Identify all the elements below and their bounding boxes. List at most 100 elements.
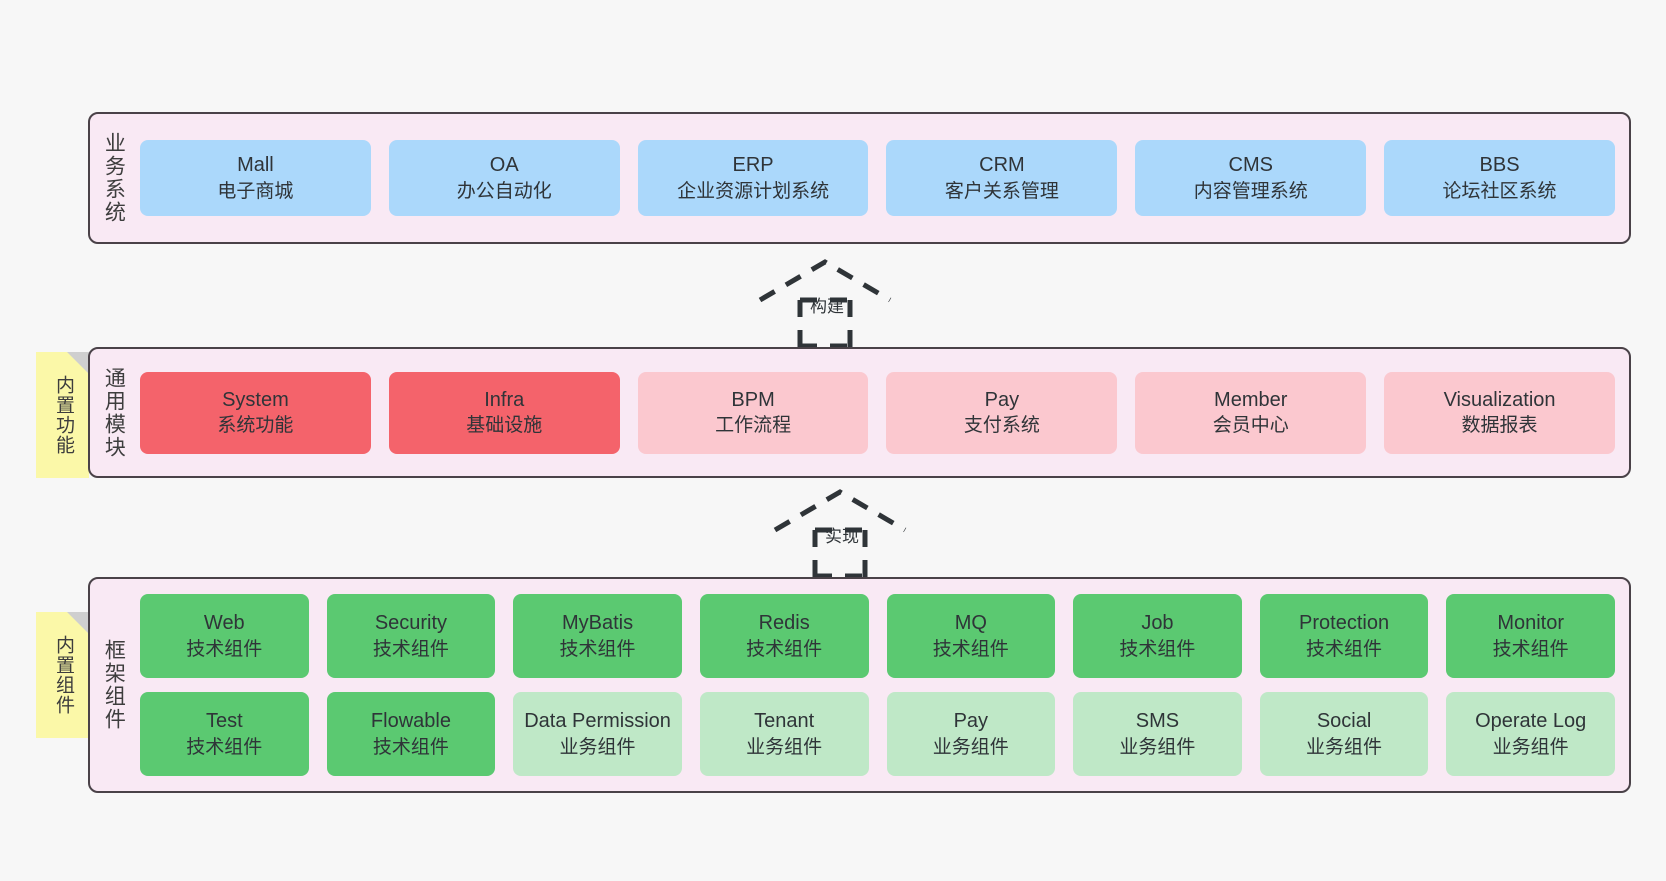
folded-corner-icon bbox=[67, 352, 89, 374]
box-title: Member bbox=[1214, 388, 1288, 411]
box-title: CRM bbox=[979, 154, 1025, 177]
layer-business-boxes: Mall 电子商城 OA 办公自动化 ERP 企业资源计划系统 CRM 客户关系… bbox=[136, 114, 1629, 242]
box-job[interactable]: Job 技术组件 bbox=[1073, 594, 1242, 678]
box-title: Redis bbox=[758, 612, 810, 635]
sticky-note-text: 内置组件 bbox=[52, 635, 74, 715]
box-subtitle: 技术组件 bbox=[1306, 638, 1383, 660]
box-row: System 系统功能 Infra 基础设施 BPM 工作流程 Pay 支付系统… bbox=[140, 371, 1615, 454]
layer-label-framework: 框架组件 bbox=[102, 639, 126, 731]
box-erp[interactable]: ERP 企业资源计划系统 bbox=[637, 140, 869, 216]
box-title: MQ bbox=[954, 612, 987, 635]
box-mq[interactable]: MQ 技术组件 bbox=[886, 594, 1056, 678]
box-subtitle: 会员中心 bbox=[1212, 415, 1289, 437]
box-subtitle: 办公自动化 bbox=[456, 180, 552, 202]
layer-framework-boxes: Web 技术组件 Security 技术组件 MyBatis 技术组件 Redi… bbox=[136, 579, 1629, 791]
box-cms[interactable]: CMS 内容管理系统 bbox=[1135, 140, 1367, 216]
box-tenant[interactable]: Tenant 业务组件 bbox=[699, 692, 869, 776]
box-data-permission[interactable]: Data Permission 业务组件 bbox=[513, 692, 682, 776]
box-bbs[interactable]: BBS 论坛社区系统 bbox=[1384, 140, 1615, 216]
box-subtitle: 技术组件 bbox=[372, 736, 449, 758]
arrow-build bbox=[758, 259, 892, 349]
box-protection[interactable]: Protection 技术组件 bbox=[1259, 594, 1429, 678]
arrowhead-build bbox=[758, 259, 892, 303]
arrow-label-build: 构建 bbox=[810, 297, 844, 316]
box-title: OA bbox=[489, 154, 519, 177]
box-subtitle: 基础设施 bbox=[466, 415, 543, 437]
box-title: Data Permission bbox=[524, 710, 671, 733]
sticky-note-text: 内置功能 bbox=[52, 375, 74, 455]
box-title: Web bbox=[203, 612, 245, 635]
box-subtitle: 技术组件 bbox=[746, 638, 823, 660]
box-mybatis[interactable]: MyBatis 技术组件 bbox=[513, 594, 682, 678]
box-member[interactable]: Member 会员中心 bbox=[1135, 371, 1367, 454]
layer-business-systems: 业务系统 Mall 电子商城 OA 办公自动化 ERP 企业资源计划系统 CRM… bbox=[88, 112, 1631, 244]
box-title: Infra bbox=[484, 388, 525, 411]
box-monitor[interactable]: Monitor 技术组件 bbox=[1446, 594, 1615, 678]
box-subtitle: 技术组件 bbox=[186, 736, 263, 758]
layer-common-boxes: System 系统功能 Infra 基础设施 BPM 工作流程 Pay 支付系统… bbox=[136, 349, 1629, 476]
arrowhead-impl bbox=[773, 489, 907, 533]
box-subtitle: 企业资源计划系统 bbox=[677, 180, 830, 202]
box-title: Test bbox=[205, 710, 243, 733]
box-title: Social bbox=[1316, 710, 1372, 733]
box-row: Test 技术组件 Flowable 技术组件 Data Permission … bbox=[140, 692, 1615, 776]
box-title: SMS bbox=[1135, 710, 1180, 733]
box-title: Protection bbox=[1299, 612, 1390, 635]
box-crm[interactable]: CRM 客户关系管理 bbox=[886, 140, 1118, 216]
box-pay-component[interactable]: Pay 业务组件 bbox=[886, 692, 1056, 776]
box-subtitle: 电子商城 bbox=[217, 180, 294, 202]
box-subtitle: 支付系统 bbox=[963, 415, 1040, 437]
box-subtitle: 技术组件 bbox=[559, 638, 636, 660]
layer-label-common: 通用模块 bbox=[102, 366, 126, 459]
box-infra[interactable]: Infra 基础设施 bbox=[388, 371, 620, 454]
box-subtitle: 论坛社区系统 bbox=[1442, 180, 1557, 202]
box-security[interactable]: Security 技术组件 bbox=[326, 594, 496, 678]
box-title: Tenant bbox=[754, 710, 815, 733]
box-subtitle: 业务组件 bbox=[1492, 736, 1569, 758]
box-subtitle: 业务组件 bbox=[559, 736, 636, 758]
box-title: CMS bbox=[1228, 154, 1273, 177]
box-redis[interactable]: Redis 技术组件 bbox=[699, 594, 869, 678]
box-test[interactable]: Test 技术组件 bbox=[140, 692, 309, 776]
layer-common-modules: 通用模块 System 系统功能 Infra 基础设施 BPM 工作流程 Pay… bbox=[88, 347, 1631, 478]
box-subtitle: 系统功能 bbox=[217, 415, 294, 437]
box-title: BBS bbox=[1479, 154, 1520, 177]
box-row: Web 技术组件 Security 技术组件 MyBatis 技术组件 Redi… bbox=[140, 594, 1615, 678]
box-title: Monitor bbox=[1497, 612, 1565, 635]
box-title: Job bbox=[1141, 612, 1174, 635]
box-subtitle: 技术组件 bbox=[1119, 638, 1196, 660]
box-title: Mall bbox=[237, 154, 274, 177]
layer-framework-components: 框架组件 Web 技术组件 Security 技术组件 MyBatis 技术组件… bbox=[88, 577, 1631, 793]
box-subtitle: 数据报表 bbox=[1461, 415, 1538, 437]
box-title: System bbox=[222, 388, 289, 411]
box-subtitle: 业务组件 bbox=[932, 736, 1009, 758]
box-title: ERP bbox=[732, 154, 774, 177]
box-bpm[interactable]: BPM 工作流程 bbox=[637, 371, 869, 454]
box-subtitle: 工作流程 bbox=[715, 415, 792, 437]
arrow-implements bbox=[773, 489, 907, 579]
box-operate-log[interactable]: Operate Log 业务组件 bbox=[1446, 692, 1615, 776]
box-title: Pay bbox=[953, 710, 989, 733]
box-subtitle: 业务组件 bbox=[1119, 736, 1196, 758]
box-flowable[interactable]: Flowable 技术组件 bbox=[326, 692, 496, 776]
folded-corner-icon bbox=[67, 612, 89, 634]
box-sms[interactable]: SMS 业务组件 bbox=[1073, 692, 1242, 776]
box-oa[interactable]: OA 办公自动化 bbox=[388, 140, 620, 216]
box-social[interactable]: Social 业务组件 bbox=[1259, 692, 1429, 776]
box-pay[interactable]: Pay 支付系统 bbox=[886, 371, 1118, 454]
box-visualization[interactable]: Visualization 数据报表 bbox=[1384, 371, 1615, 454]
box-subtitle: 技术组件 bbox=[932, 638, 1009, 660]
arrow-label-implements: 实现 bbox=[825, 527, 859, 546]
box-mall[interactable]: Mall 电子商城 bbox=[140, 140, 371, 216]
box-title: Pay bbox=[984, 388, 1020, 411]
box-web[interactable]: Web 技术组件 bbox=[140, 594, 309, 678]
box-system[interactable]: System 系统功能 bbox=[140, 371, 371, 454]
box-title: BPM bbox=[731, 388, 775, 411]
box-title: MyBatis bbox=[562, 612, 634, 635]
box-title: Security bbox=[374, 612, 448, 635]
box-subtitle: 业务组件 bbox=[746, 736, 823, 758]
sticky-note-builtin-features: 内置功能 bbox=[36, 352, 89, 478]
box-title: Flowable bbox=[370, 710, 451, 733]
sticky-note-builtin-components: 内置组件 bbox=[36, 612, 89, 738]
